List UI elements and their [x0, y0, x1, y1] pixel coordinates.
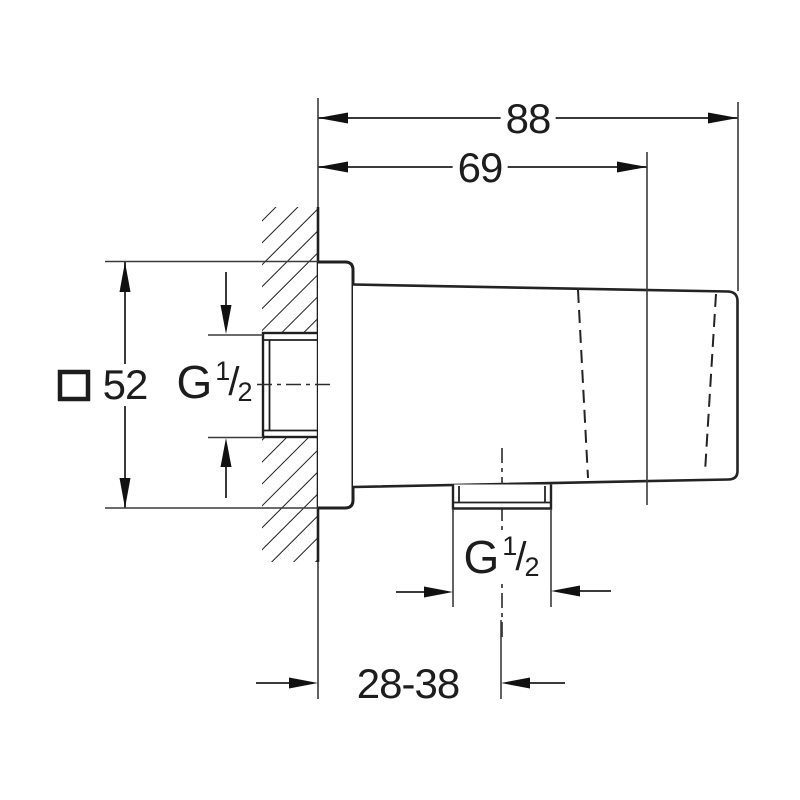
arrowhead-right-icon — [708, 112, 738, 124]
thread-label-outlet: G 1 / 2 — [458, 530, 544, 583]
square-profile-icon — [57, 369, 91, 402]
thread-label-wall: G 1 / 2 — [171, 355, 257, 408]
arrowhead-right-icon — [424, 586, 453, 598]
arrowhead-left-icon — [318, 161, 348, 173]
arrowhead-left-icon — [501, 677, 530, 689]
dim-label-28-38: 28-38 — [351, 663, 465, 705]
outlet-thread-dimension-arrows — [396, 585, 611, 598]
holder-hidden-edges — [577, 289, 717, 479]
arrowhead-up-icon — [119, 262, 131, 292]
outlet-thread-nipple — [451, 484, 553, 510]
thread-numerator: 1 — [215, 355, 230, 386]
dimension-line-28-38 — [256, 677, 565, 689]
arrowhead-right-icon — [617, 161, 647, 173]
thread-denominator: 2 — [524, 551, 539, 582]
dim-label-88: 88 — [500, 98, 556, 140]
extension-lines — [105, 98, 739, 699]
fraction-slash: / — [228, 360, 239, 404]
thread-numerator: 1 — [502, 530, 517, 561]
arrowhead-left-icon — [318, 112, 348, 124]
arrowhead-up-icon — [220, 438, 232, 467]
arrowhead-left-icon — [551, 585, 580, 597]
fraction-slash: / — [515, 535, 526, 579]
arrowhead-right-icon — [289, 677, 318, 689]
arrowhead-down-icon — [220, 305, 232, 334]
thread-letter: G — [176, 356, 213, 408]
holder-body — [352, 283, 739, 489]
thread-denominator: 2 — [237, 376, 252, 407]
wall-thread-dimension-arrows — [220, 272, 232, 498]
dim-label-69: 69 — [452, 147, 508, 189]
dim-label-52: 52 — [97, 364, 153, 406]
arrowhead-down-icon — [119, 478, 131, 508]
thread-letter: G — [463, 531, 500, 583]
